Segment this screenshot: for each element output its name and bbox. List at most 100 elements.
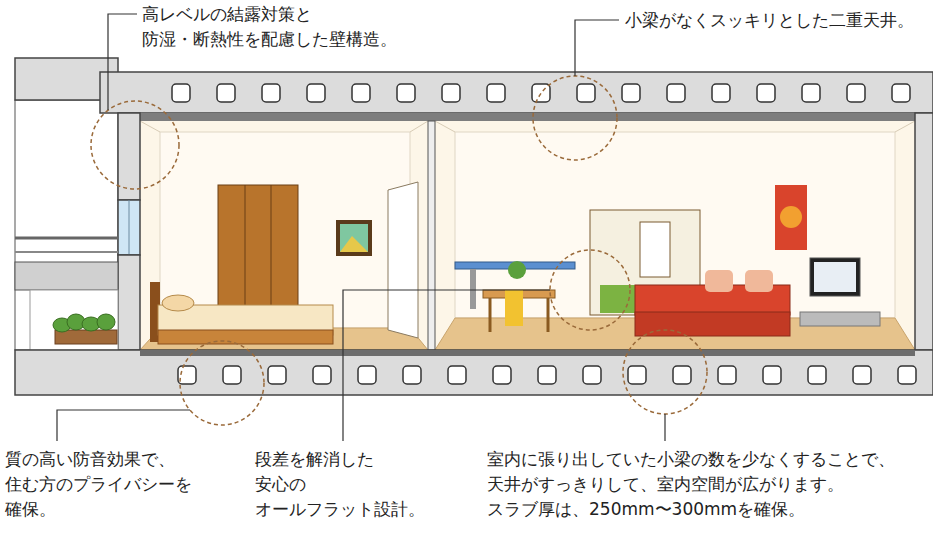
void-hole — [667, 84, 685, 102]
void-hole — [847, 84, 865, 102]
callout-text: 高レベルの結露対策と 防湿・断熱性を配慮した壁構造。 — [142, 2, 397, 52]
text-line: スラブ厚は、250mm〜300mmを確保。 — [487, 499, 805, 519]
text-line: 小梁がなくスッキリとした二重天井。 — [625, 10, 914, 30]
leader-line — [575, 20, 619, 76]
void-hole — [442, 84, 460, 102]
void-hole — [172, 84, 190, 102]
void-hole — [892, 84, 910, 102]
plants — [53, 314, 115, 332]
callout-text: 質の高い防音効果で、 住む方のプライバシーを 確保。 — [5, 447, 192, 522]
wardrobe — [218, 185, 298, 325]
picture — [340, 224, 368, 252]
void-hole — [622, 84, 640, 102]
bedroom-back-wall — [160, 132, 410, 328]
table-plant — [508, 261, 526, 279]
void-hole — [397, 84, 415, 102]
void-hole — [757, 84, 775, 102]
void-hole — [487, 84, 505, 102]
balcony-recess — [30, 290, 118, 350]
text-line: 天井がすっきりして、室内空間が広がります。 — [487, 474, 844, 494]
text-line: 防湿・断熱性を配慮した壁構造。 — [142, 29, 397, 49]
void-hole — [352, 84, 370, 102]
bedroom-floor — [140, 328, 428, 350]
callout-text: 小梁がなくスッキリとした二重天井。 — [625, 8, 914, 33]
void-hole — [853, 366, 871, 384]
text-line: 安心の — [255, 474, 306, 494]
shoji — [640, 222, 670, 277]
counter-leg — [470, 269, 476, 309]
wardrobe-door — [245, 185, 246, 325]
leader-line — [108, 14, 137, 110]
leader-lines — [57, 14, 665, 441]
text-line: 確保。 — [5, 499, 56, 519]
void-hole — [583, 366, 601, 384]
void-hole — [808, 366, 826, 384]
exterior-wall — [915, 113, 933, 350]
void-hole — [802, 84, 820, 102]
text-line: オールフラット設計。 — [255, 499, 425, 519]
wall-art — [780, 206, 802, 228]
callout-circle — [533, 76, 617, 160]
slab-voids — [172, 84, 910, 102]
slab-voids — [178, 366, 916, 384]
tv-screen — [814, 262, 856, 292]
void-hole — [493, 366, 511, 384]
table-runner — [505, 290, 523, 326]
wall-art — [775, 185, 807, 250]
void-hole — [268, 366, 286, 384]
void-hole — [763, 366, 781, 384]
handrail — [15, 237, 118, 240]
callout-circle — [550, 250, 630, 330]
void-hole — [532, 84, 550, 102]
void-hole — [313, 366, 331, 384]
cushion — [705, 270, 733, 292]
double-floor — [140, 350, 915, 356]
sofa-seat — [635, 312, 790, 336]
television — [810, 258, 860, 296]
void-hole — [307, 84, 325, 102]
leader-line — [57, 410, 190, 441]
callout-circles — [91, 76, 707, 425]
bed-frame — [158, 330, 333, 344]
text-line: 住む方のプライバシーを — [5, 474, 192, 494]
wardrobe-door — [271, 185, 272, 325]
balcony-parapet — [15, 262, 118, 290]
picture — [340, 236, 368, 252]
callout-circle — [91, 101, 179, 189]
void-hole — [628, 366, 646, 384]
perspective-line — [435, 121, 455, 132]
void-hole — [217, 84, 235, 102]
pillow — [162, 295, 194, 311]
void-hole — [577, 84, 595, 102]
exterior-wall — [118, 255, 140, 350]
double-ceiling — [140, 113, 915, 121]
void-hole — [223, 366, 241, 384]
handrail — [15, 251, 118, 253]
bedroom-wall — [140, 121, 428, 350]
void-hole — [538, 366, 556, 384]
picture-frame — [336, 220, 372, 256]
callout-text: 段差を解消した 安心の オールフラット設計。 — [255, 447, 425, 522]
callout-text: 室内に張り出していた小梁の数を少なくすることで、 天井がすっきりして、室内空間が… — [487, 447, 895, 522]
text-line: 高レベルの結露対策と — [142, 4, 312, 24]
partition-wall — [428, 121, 435, 350]
open-door — [388, 182, 418, 338]
void-hole — [262, 84, 280, 102]
tv-stand — [800, 312, 880, 326]
text-line: 段差を解消した — [255, 449, 374, 469]
upper-slab — [100, 72, 933, 113]
exterior-wall — [118, 113, 140, 200]
cushion — [745, 270, 773, 292]
table-leg — [547, 298, 550, 332]
living-wall — [435, 121, 915, 350]
void-hole — [403, 366, 421, 384]
lower-slab — [15, 350, 933, 395]
leaf — [97, 314, 115, 330]
text-line: 質の高い防音効果で、 — [5, 449, 175, 469]
window — [118, 200, 140, 255]
leader-line — [664, 414, 665, 441]
void-hole — [712, 84, 730, 102]
leader-line — [343, 290, 550, 441]
window-frame — [129, 200, 130, 255]
